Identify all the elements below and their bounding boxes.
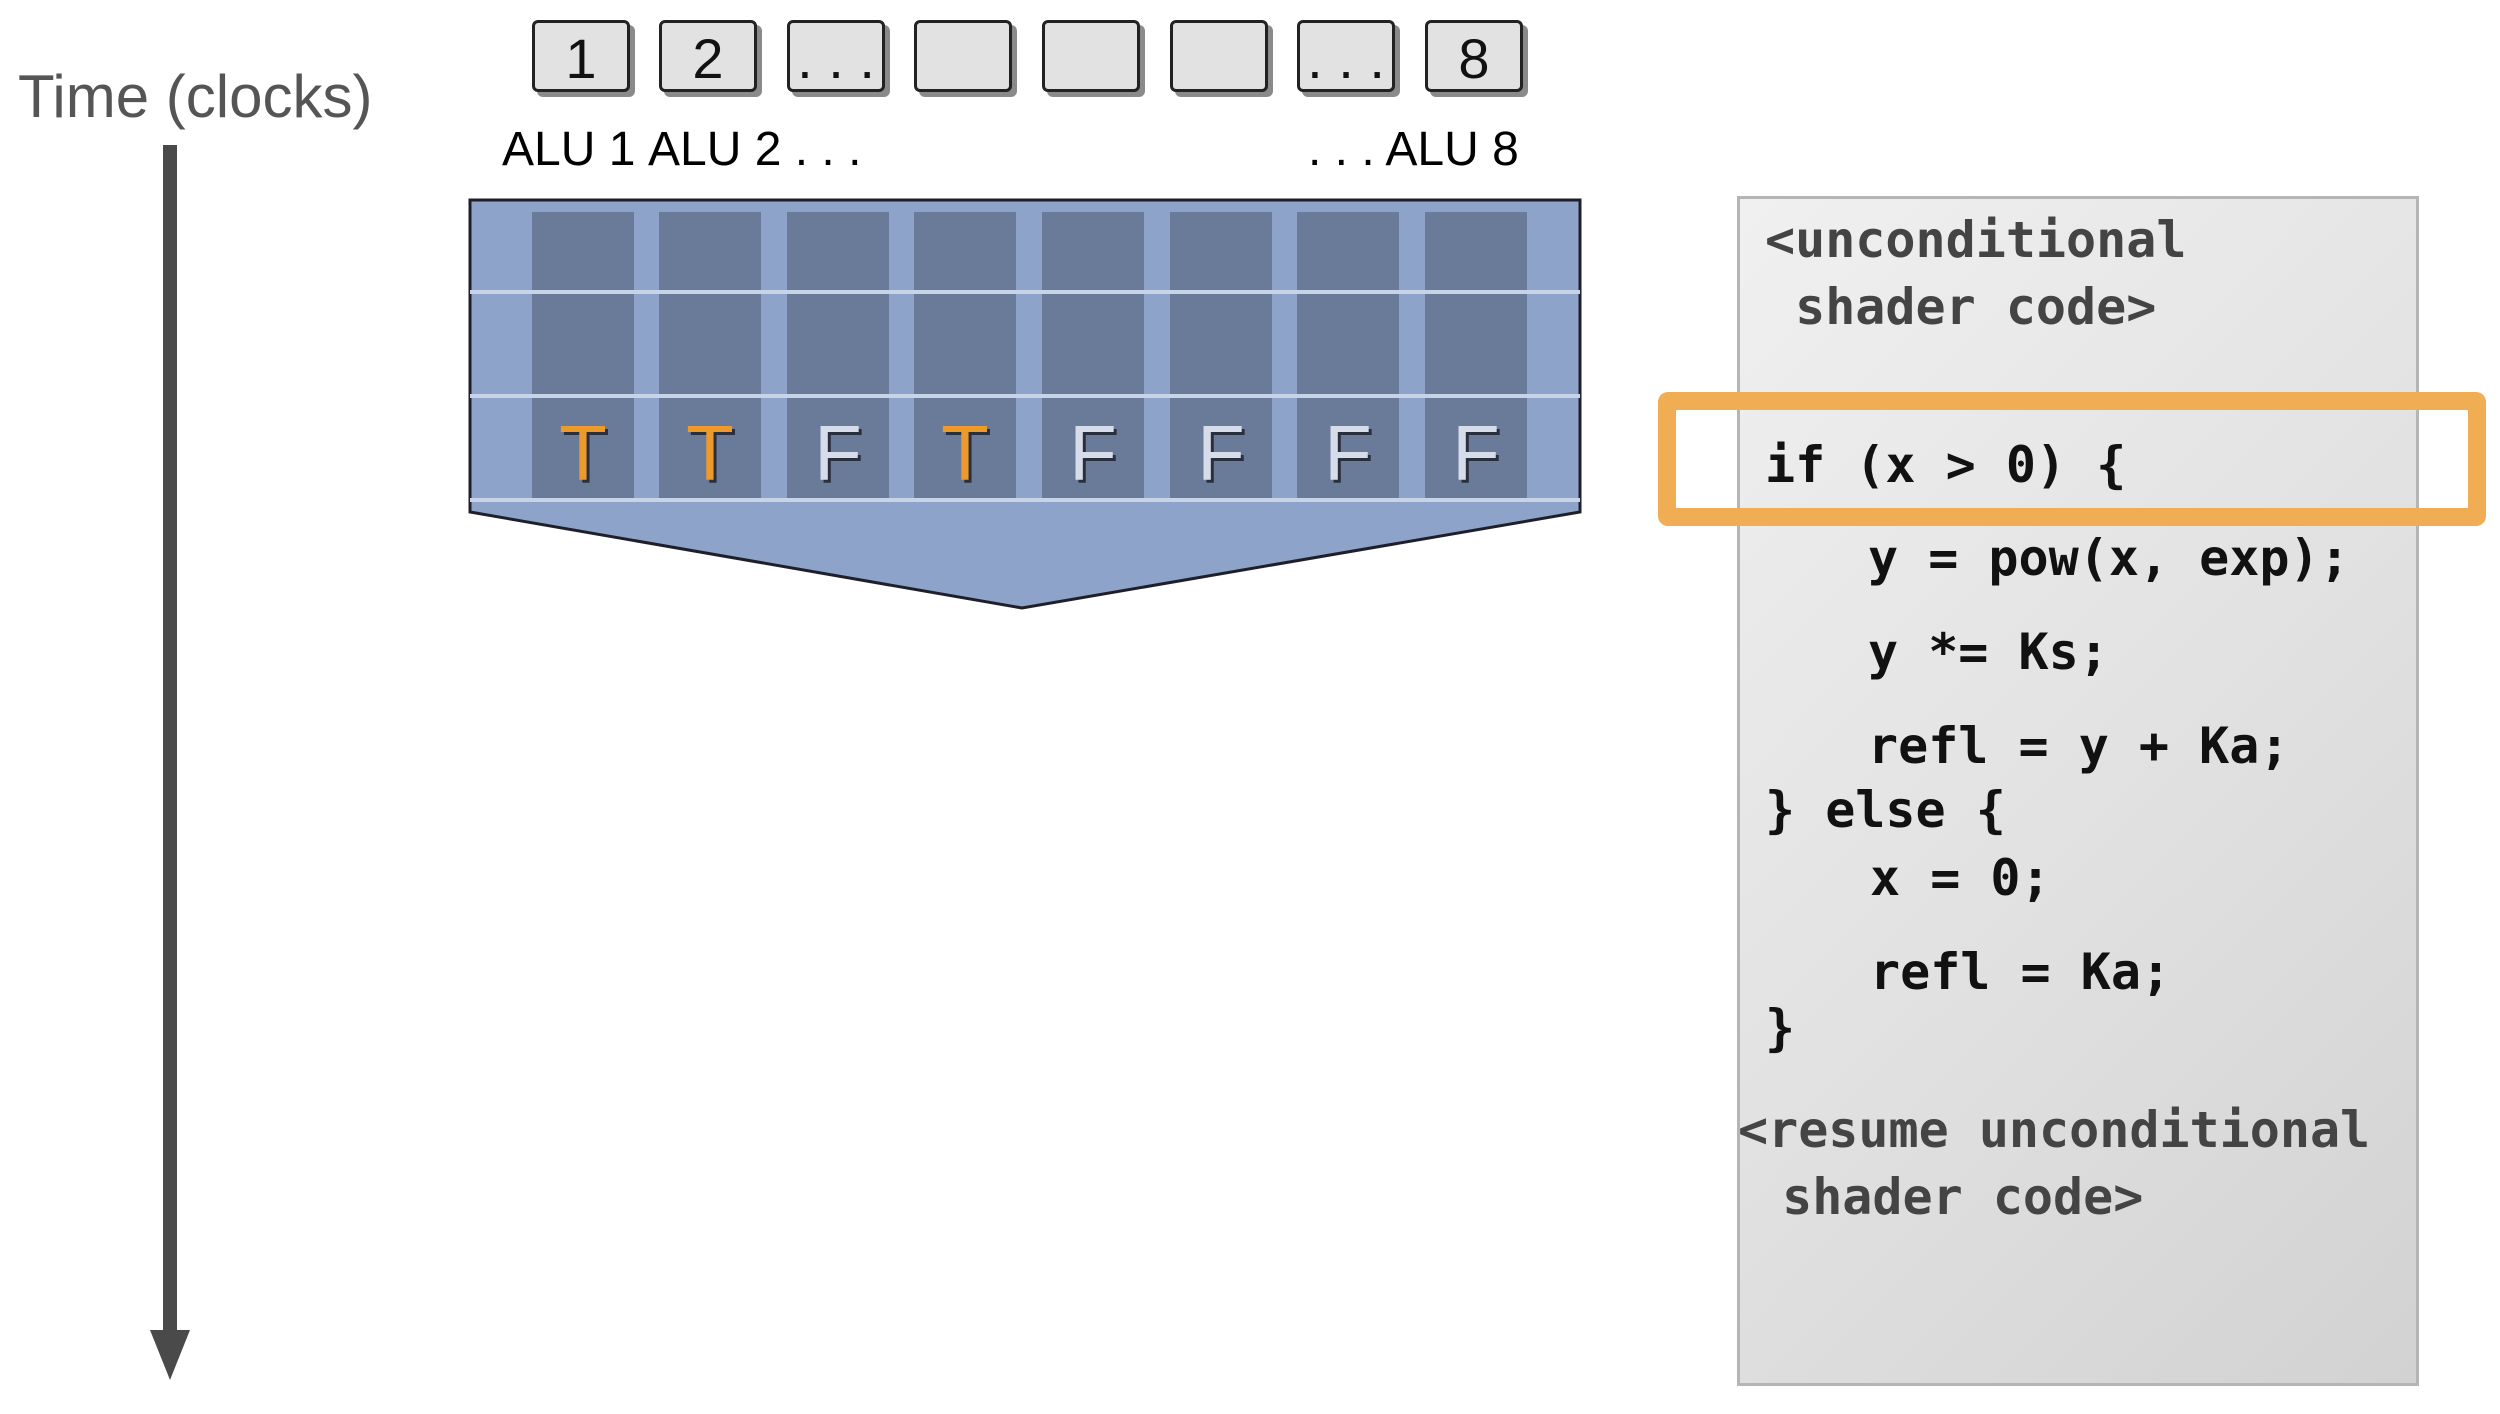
code-line-refl-y: refl = y + Ka; — [1868, 717, 2290, 775]
alu-lane-6 — [1170, 212, 1272, 498]
alu-lane-2 — [659, 212, 761, 498]
code-line-x-zero: x = 0; — [1870, 849, 2051, 907]
alu-box-2: 2 — [659, 20, 757, 92]
lane-result-shadow: F — [1327, 412, 1375, 500]
alu-box-1: 1 — [532, 20, 630, 92]
lane-result-shadow: F — [1200, 412, 1248, 500]
alu-lane-1 — [532, 212, 634, 498]
alu-label-1: ALU 1 — [502, 123, 636, 176]
lane-result-7: F — [1324, 409, 1372, 497]
lane-result-5: F — [1069, 409, 1117, 497]
code-line-if: if (x > 0) { — [1765, 436, 2127, 494]
alu-box-3: . . . — [787, 20, 885, 92]
alu-lane-3 — [787, 212, 889, 498]
lane-result-1: T — [559, 409, 607, 497]
lane-result-2: T — [686, 409, 734, 497]
code-line-resume: <resume unconditional — [1738, 1101, 2371, 1159]
lane-result-shadow: F — [817, 412, 865, 500]
lane-group — [532, 212, 1527, 498]
lane-result-3: F — [814, 409, 862, 497]
code-line-shader-code: shader code> — [1765, 278, 2157, 336]
lane-result-6: F — [1197, 409, 1245, 497]
code-line-pow: y = pow(x, exp); — [1868, 529, 2350, 587]
time-axis-label: Time (clocks) — [18, 63, 373, 130]
alu-lane-5 — [1042, 212, 1144, 498]
time-arrow — [150, 145, 190, 1380]
lane-result-shadow: T — [689, 412, 737, 500]
lane-result-8: F — [1452, 409, 1500, 497]
alu-label-8: . . . ALU 8 — [1308, 123, 1519, 176]
alu-label-2: ALU 2 . . . — [648, 123, 862, 176]
alu-box-6 — [1170, 20, 1268, 92]
alu-box-7: . . . — [1297, 20, 1395, 92]
lane-result-shadow: F — [1455, 412, 1503, 500]
code-line-ks: y *= Ks; — [1868, 623, 2109, 681]
code-line-else: } else { — [1765, 781, 2006, 839]
alu-lane-7 — [1297, 212, 1399, 498]
alu-box-8: 8 — [1425, 20, 1523, 92]
flow-shape — [468, 198, 1582, 610]
code-line-resume-shader: shader code> — [1752, 1168, 2144, 1226]
lane-result-shadow: T — [944, 412, 992, 500]
alu-box-4 — [914, 20, 1012, 92]
code-line-refl-ka: refl = Ka; — [1870, 943, 2172, 1001]
alu-lane-8 — [1425, 212, 1527, 498]
lane-result-shadow: T — [562, 412, 610, 500]
code-line-unconditional: <unconditional — [1765, 211, 2187, 269]
alu-lane-4 — [914, 212, 1016, 498]
code-line-close-brace: } — [1765, 999, 1796, 1057]
alu-box-5 — [1042, 20, 1140, 92]
lane-result-shadow: F — [1072, 412, 1120, 500]
lane-result-4: T — [941, 409, 989, 497]
condition-highlight-box — [1658, 392, 2486, 526]
